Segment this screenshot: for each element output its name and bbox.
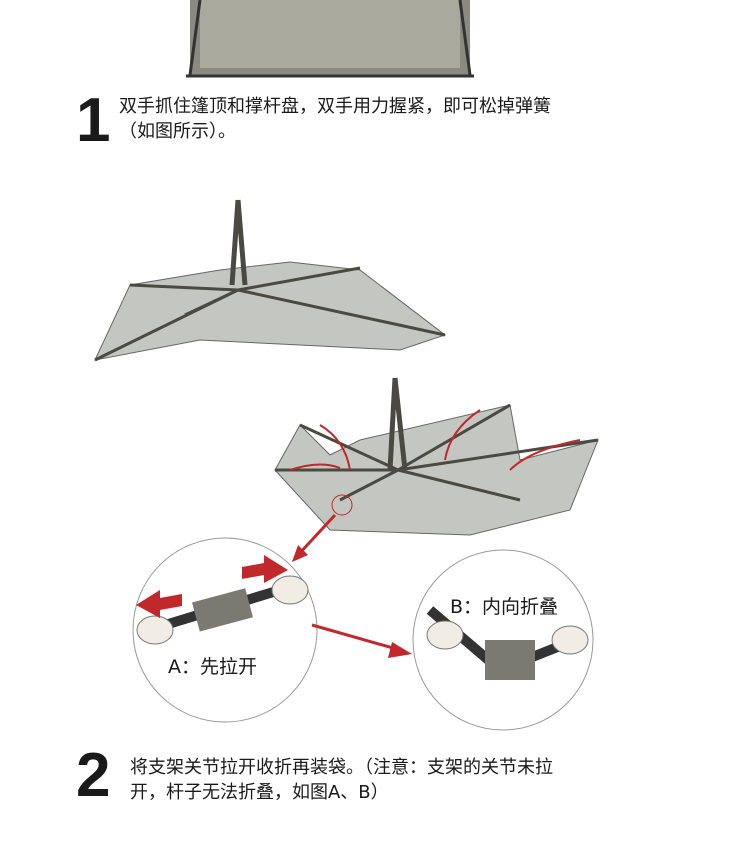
step-1-number: 1 — [76, 86, 111, 155]
arrow-a-to-b — [311, 623, 401, 652]
step-1-line-2: （如图所示）。 — [119, 121, 236, 142]
detail-circle-a — [132, 537, 318, 723]
collapsed-tent-illustration — [94, 199, 447, 362]
callout-a: A：先拉开 — [168, 656, 257, 678]
folding-tent-illustration — [274, 377, 599, 562]
tent-illustration-top — [186, 0, 474, 78]
step-1-line-1: 双手抓住篷顶和撑杆盘，双手用力握紧，即可松掉弹簧 — [119, 96, 551, 117]
step-2-number: 2 — [76, 741, 111, 810]
step-2-line-1: 将支架关节拉开收折再装袋。（注意：支架的关节未拉 — [130, 757, 553, 778]
step-2-line-2: 开，杆子无法折叠，如图A、B） — [130, 782, 389, 803]
callout-b: B：内向折叠 — [450, 596, 559, 618]
detail-circle-b — [412, 549, 594, 731]
step-1-text: 双手抓住篷顶和撑杆盘，双手用力握紧，即可松掉弹簧 （如图所示）。 — [119, 94, 551, 144]
step-2-text: 将支架关节拉开收折再装袋。（注意：支架的关节未拉 开，杆子无法折叠，如图A、B） — [130, 755, 553, 805]
